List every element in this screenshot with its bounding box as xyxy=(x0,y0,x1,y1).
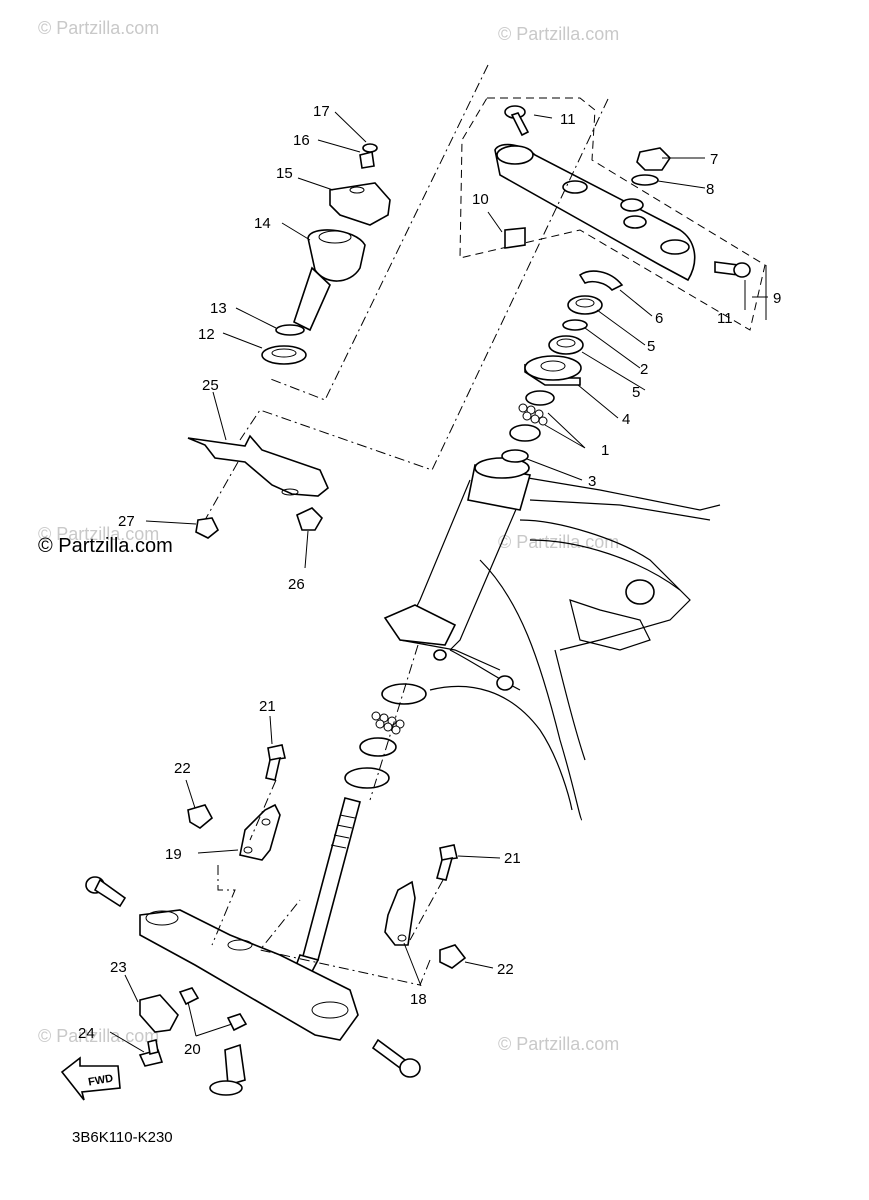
seal-3 xyxy=(501,449,529,463)
callout-27: 27 xyxy=(118,513,135,530)
diagram-code: 3B6K110-K230 xyxy=(72,1129,173,1146)
callout-7: 7 xyxy=(710,151,718,168)
stem-center-line xyxy=(369,644,419,801)
washer-13 xyxy=(275,324,305,336)
nut-20-a xyxy=(178,987,200,1006)
bolt-left-lower xyxy=(85,876,127,908)
callout-11: 11 xyxy=(717,310,733,327)
collar-bottom xyxy=(209,1043,246,1096)
callout-5: 5 xyxy=(632,384,640,401)
callout-1: 1 xyxy=(601,442,609,459)
ring-nut-5-upper xyxy=(567,295,603,315)
callout-19: 19 xyxy=(165,846,182,863)
callout-4: 4 xyxy=(622,411,630,428)
callout-22: 22 xyxy=(497,961,514,978)
balls-1 xyxy=(518,403,548,426)
upper-bracket xyxy=(494,143,696,282)
lower-seal xyxy=(344,767,390,789)
watermark: © Partzilla.com xyxy=(38,1026,159,1046)
bolt-right-lower xyxy=(371,1038,421,1078)
bracket-19 xyxy=(239,803,281,861)
lower-bracket xyxy=(139,909,359,1041)
race-upper xyxy=(525,390,555,406)
callout-14: 14 xyxy=(254,215,271,232)
callout-6: 6 xyxy=(655,310,663,327)
nut-20-b xyxy=(226,1013,248,1032)
callout-9: 9 xyxy=(773,290,781,307)
bracket-18 xyxy=(384,880,416,946)
callout-21: 21 xyxy=(504,850,521,867)
leader-lines xyxy=(109,111,768,1053)
clip-22-left xyxy=(187,804,214,829)
callout-3: 3 xyxy=(588,473,596,490)
watermark: © Partzilla.com xyxy=(38,524,159,544)
callout-15: 15 xyxy=(276,165,293,182)
callout-17: 17 xyxy=(313,103,330,120)
bolt-11-right xyxy=(714,261,751,278)
callout-21: 21 xyxy=(259,698,276,715)
bolt-24 xyxy=(138,1039,164,1067)
watermark: © Partzilla.com xyxy=(38,18,159,38)
balls-lower xyxy=(371,711,405,735)
callout-2: 2 xyxy=(640,361,648,378)
upper-bracket-dashed-group xyxy=(459,97,766,331)
upper-holder-15 xyxy=(329,182,391,226)
lower-holder-14 xyxy=(293,229,366,332)
clip-22-right xyxy=(439,944,467,969)
frame-outline xyxy=(383,457,721,821)
callout-22: 22 xyxy=(174,760,191,777)
callout-25: 25 xyxy=(202,377,219,394)
clip-23 xyxy=(139,994,179,1033)
bolt-21-right xyxy=(436,844,458,881)
bolt-16 xyxy=(359,151,375,169)
washer-2 xyxy=(562,319,588,331)
callout-5: 5 xyxy=(647,338,655,355)
bolt-11-top xyxy=(504,105,530,137)
callout-20: 20 xyxy=(184,1041,201,1058)
callout-23: 23 xyxy=(110,959,127,976)
watermark-dark: © Partzilla.com xyxy=(38,535,173,557)
cover-4 xyxy=(524,355,582,386)
washer-8 xyxy=(631,174,659,186)
fwd-arrow: FWD xyxy=(60,1056,121,1101)
nut-27 xyxy=(195,517,220,539)
callout-11: 11 xyxy=(560,111,576,128)
callout-16: 16 xyxy=(293,132,310,149)
bolt-21-left xyxy=(265,744,286,781)
bracket-line xyxy=(204,461,239,521)
cap-17 xyxy=(362,143,378,153)
callout-24: 24 xyxy=(78,1025,95,1042)
lower-race-upper xyxy=(381,683,427,705)
damper-12 xyxy=(261,345,307,365)
bracket-25 xyxy=(187,434,329,497)
lower-race xyxy=(359,737,397,757)
callout-12: 12 xyxy=(198,326,215,343)
callout-13: 13 xyxy=(210,300,227,317)
steering-stem xyxy=(288,797,361,986)
fwd-label: FWD xyxy=(87,1072,114,1088)
lock-washer-6 xyxy=(578,270,624,291)
race-lower xyxy=(509,424,541,442)
callout-labels: 1 2 3 4 5 5 6 7 8 9 10 11 11 12 13 14 15… xyxy=(78,103,781,1058)
callout-8: 8 xyxy=(706,181,714,198)
ring-nut-5-lower xyxy=(548,335,584,355)
holder-assembly-line xyxy=(239,64,609,471)
nut-7 xyxy=(636,147,672,171)
watermark: © Partzilla.com xyxy=(498,24,619,44)
callout-10: 10 xyxy=(472,191,489,208)
callout-26: 26 xyxy=(288,576,305,593)
watermark: © Partzilla.com xyxy=(498,1034,619,1054)
callout-18: 18 xyxy=(410,991,427,1008)
clip-26 xyxy=(296,507,324,531)
